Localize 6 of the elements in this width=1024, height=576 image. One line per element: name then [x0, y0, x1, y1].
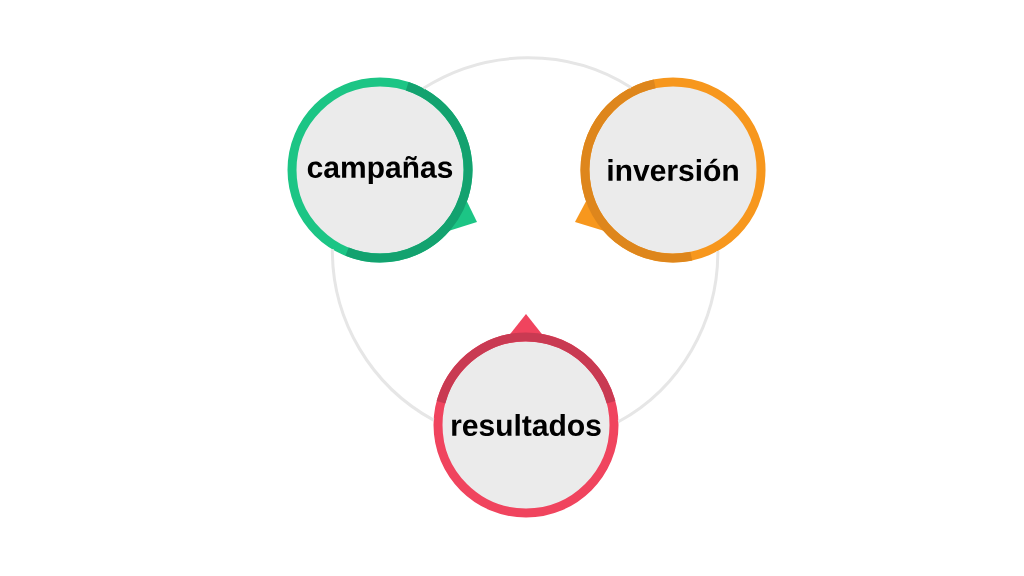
- arc-connector: [617, 250, 720, 424]
- speech-bubble: resultados: [433, 314, 619, 518]
- arc-connector: [422, 56, 632, 90]
- arc-connector: [330, 249, 435, 422]
- speech-bubble: campañas: [287, 77, 477, 263]
- speech-bubble: inversión: [575, 77, 766, 263]
